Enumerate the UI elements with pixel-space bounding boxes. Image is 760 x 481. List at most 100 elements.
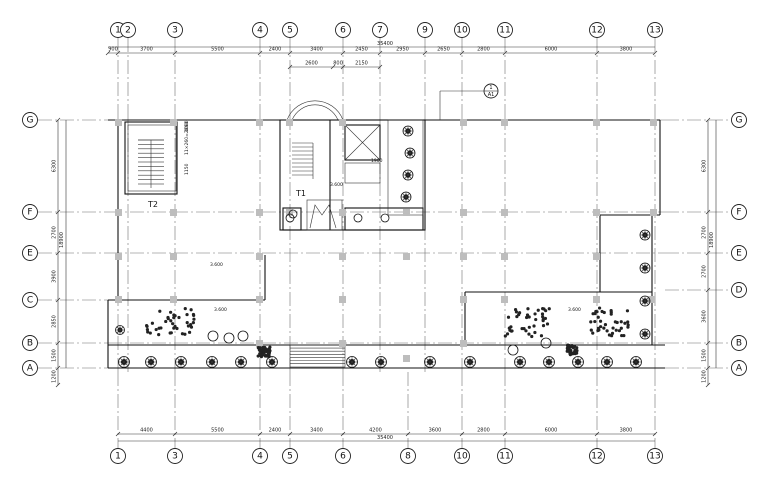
axis-top-12-text: 12	[591, 26, 602, 36]
axis-top-1-text: 1	[115, 26, 121, 36]
right-dim-1: 2700	[702, 226, 708, 239]
tree-outline	[288, 209, 298, 219]
bottom-dim-4: 4200	[369, 428, 382, 434]
tree-outline	[380, 213, 390, 223]
tree-outline	[223, 332, 235, 344]
tree-symbol	[402, 169, 414, 181]
tree-symbol	[601, 356, 613, 368]
axis-left-E: E	[22, 245, 38, 261]
detail-ref-bottom: A1	[488, 92, 495, 98]
tree-symbol	[145, 356, 157, 368]
level-mark-2: 3.600	[214, 307, 227, 313]
axis-bottom-13: 13	[647, 448, 663, 464]
tree-symbol	[402, 125, 414, 137]
axis-top-5: 5	[282, 22, 298, 38]
building-outline	[107, 119, 665, 369]
tree-outline	[237, 330, 249, 342]
axis-right-B: B	[731, 335, 747, 351]
tree-outline	[540, 337, 552, 349]
axis-top-13-text: 13	[649, 26, 660, 36]
level-mark-4: 3.600	[330, 182, 343, 188]
top-dim-3: 2400	[269, 47, 282, 53]
axis-right-G-text: G	[736, 116, 743, 126]
tree-outline	[207, 330, 219, 342]
left-dim-5: 1200	[52, 370, 58, 383]
axis-top-7: 7	[372, 22, 388, 38]
tree-symbol	[630, 356, 642, 368]
left-total-dim: 18900	[59, 232, 65, 248]
top-dim-9: 6000	[545, 47, 558, 53]
axis-left-G-text: G	[27, 116, 34, 126]
elevator-dim: 1900	[371, 158, 383, 164]
top-dim2-1: 800	[333, 61, 343, 67]
tree-symbol	[400, 191, 412, 203]
shrub-cluster	[565, 343, 579, 357]
axis-right-D-text: D	[736, 286, 743, 296]
axis-top-11-text: 11	[499, 26, 510, 36]
stair-dim-c: 1000	[184, 120, 190, 132]
bottom-total-dim: 35400	[377, 435, 393, 441]
bottom-dim-7: 6000	[545, 428, 558, 434]
tree-symbol	[543, 356, 555, 368]
bottom-dim-8: 3800	[620, 428, 633, 434]
axis-left-B: B	[22, 335, 38, 351]
axis-top-10: 10	[454, 22, 470, 38]
axis-bottom-5: 5	[282, 448, 298, 464]
right-dim-4: 1500	[702, 349, 708, 362]
top-dim-5: 2450	[355, 47, 368, 53]
bottom-dim-6: 2800	[477, 428, 490, 434]
axis-left-C: C	[22, 292, 38, 308]
axis-left-A: A	[22, 360, 38, 376]
axis-top-12: 12	[589, 22, 605, 38]
right-dim-3: 3600	[702, 310, 708, 323]
shrubs	[145, 306, 630, 359]
axis-bottom-12: 12	[589, 448, 605, 464]
tree-outline	[507, 344, 519, 356]
tree-symbol	[464, 356, 476, 368]
tree-symbol	[639, 229, 651, 241]
right-dim-2: 2700	[702, 265, 708, 278]
top-dim2-2: 2150	[355, 61, 368, 67]
axis-top-2-text: 2	[125, 26, 131, 36]
right-total-dim: 18900	[709, 232, 715, 248]
bottom-dim-5: 3600	[429, 428, 442, 434]
bottom-dim-1: 5500	[211, 428, 224, 434]
axis-right-B-text: B	[736, 339, 742, 349]
left-dim-0: 6300	[52, 160, 58, 173]
axis-top-3: 3	[167, 22, 183, 38]
tree-symbol	[514, 356, 526, 368]
axis-left-F-text: F	[27, 208, 32, 218]
level-mark-3: 3.600	[568, 307, 581, 313]
axis-top-9: 9	[417, 22, 433, 38]
stair-t2-label: T2	[147, 200, 158, 209]
top-dim-1: 3700	[140, 47, 153, 53]
axis-left-G: G	[22, 112, 38, 128]
tree-outline	[353, 213, 363, 223]
tree-symbol	[639, 295, 651, 307]
bottom-dim-0: 4400	[140, 428, 153, 434]
stair-dim-a: 1150	[184, 163, 190, 175]
axis-top-10-text: 10	[456, 26, 468, 36]
axis-top-4-text: 4	[257, 26, 263, 36]
elevator-t1-label: T1	[295, 189, 306, 198]
top-dim-8: 2800	[477, 47, 490, 53]
axis-bottom-5-text: 5	[287, 452, 293, 462]
axis-top-9-text: 9	[422, 26, 428, 36]
axis-right-E: E	[731, 245, 747, 261]
columns	[115, 119, 657, 362]
right-dim-5: 1200	[702, 370, 708, 383]
axis-right-F: F	[731, 204, 747, 220]
axis-right-E-text: E	[736, 249, 742, 259]
axis-bottom-12-text: 12	[591, 452, 602, 462]
axis-bottom-3-text: 3	[172, 452, 178, 462]
top-dim-4: 3400	[310, 47, 323, 53]
shrub-cluster	[145, 307, 196, 337]
bottom-dim-3: 3400	[310, 428, 323, 434]
top-dim-7: 2650	[437, 47, 450, 53]
axis-left-B-text: B	[27, 339, 33, 349]
axis-bottom-3: 3	[167, 448, 183, 464]
shrub-cluster	[503, 307, 551, 339]
axis-left-E-text: E	[27, 249, 33, 259]
entrance-steps	[289, 344, 346, 368]
stair-t2	[124, 121, 178, 195]
